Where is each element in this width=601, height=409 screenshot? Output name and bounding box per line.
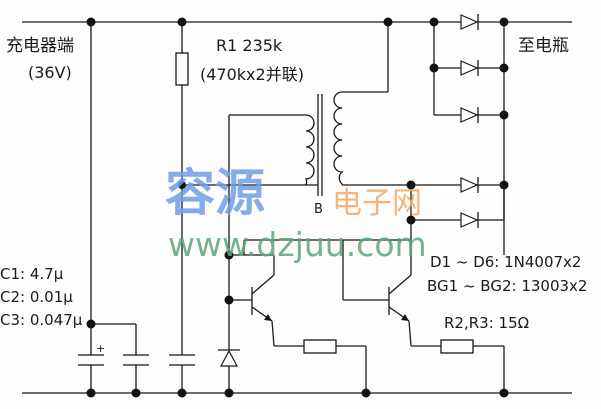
diode-1	[460, 14, 479, 30]
transformer-feedback-winding	[182, 94, 323, 255]
output-terminal-label: 至电瓶	[518, 36, 569, 56]
labels: 充电器端 (36V) R1 235k (470kx2并联) 至电瓶 B C1: …	[0, 36, 587, 355]
c3-label: C3: 0.047μ	[0, 311, 83, 329]
c1-polarity-mark: +	[96, 342, 105, 355]
diode-4	[460, 177, 479, 193]
diode-array	[411, 14, 509, 255]
watermark-url: www.dzjuu.com	[168, 225, 427, 264]
c1-c2-branch	[78, 22, 149, 393]
diode-spec-label: D1 ~ D6: 1N4007x2	[430, 253, 581, 271]
input-voltage-label: (36V)	[28, 63, 72, 82]
watermark-brand-sub: 电子网	[332, 186, 422, 221]
top-rail	[22, 17, 572, 27]
watermark: 容源 电子网 www.dzjuu.com	[165, 164, 427, 264]
diode-5	[460, 212, 479, 228]
input-terminal-label: 充电器端	[6, 36, 74, 56]
r1-note-label: (470kx2并联)	[200, 65, 304, 84]
transformer-primary-winding	[333, 22, 416, 225]
resistor-r3	[440, 339, 474, 354]
transistor-spec-label: BG1 ~ BG2: 13003x2	[427, 277, 587, 295]
resistor-spec-label: R2,R3: 15Ω	[444, 314, 529, 332]
diode-2	[460, 60, 479, 76]
resistor-r2	[303, 339, 337, 354]
watermark-brand: 容源	[165, 164, 265, 222]
c1-label: C1: 4.7μ	[0, 265, 64, 283]
r1-c3-branch	[169, 22, 195, 393]
r1-label: R1 235k	[216, 36, 283, 55]
resistor-r1	[175, 52, 189, 86]
diode-3	[460, 107, 479, 123]
transistor-section	[218, 220, 505, 393]
c2-label: C2: 0.01μ	[0, 288, 73, 306]
bottom-rail	[22, 388, 572, 398]
transformer-label: B	[314, 202, 323, 217]
